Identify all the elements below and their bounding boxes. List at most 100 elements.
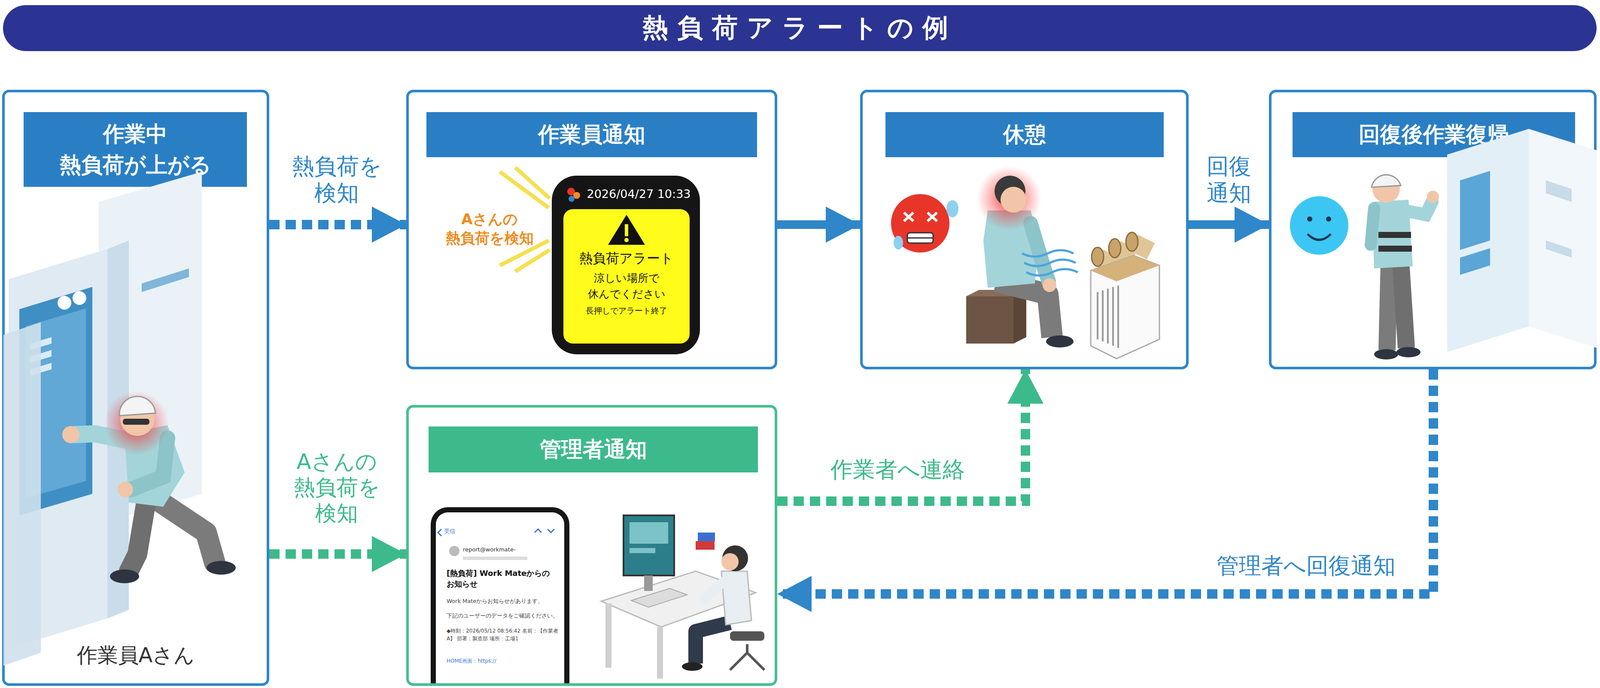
box-header: 管理者通知 [428,426,758,473]
alert-hint: 長押しでアラート終了 [563,303,690,319]
resting-worker [1046,335,1074,348]
mail-body: 下記のユーザーのデータをご確認ください。 [446,612,564,622]
office-worker [730,644,765,670]
server-cabinet [1528,128,1597,348]
office-worker [695,622,731,664]
mail-body: ◆時刻：2026/05/12 08:56:42 名前：【作業者A】 部署：製造部… [446,626,563,654]
stage-box: 作業員通知 2026/04/27 10:33 熱負荷アラート涼しい場所で 休んでくだ… [406,89,778,370]
worker-figure [75,433,138,443]
stage-box: 休憩 [860,89,1189,370]
office-worker [631,588,688,608]
server-cabinet [1545,180,1572,202]
spot-cooler [1026,269,1078,276]
stage-box: 管理者通知受信report@workmate-[熱負荷] Work Mateから… [406,404,778,686]
resting-worker [1013,289,1027,344]
office-worker [722,545,749,572]
server-cabinet [1447,128,1597,353]
warning-icon [624,237,629,243]
title-band: 熱負荷アラートの例 [3,5,1597,52]
resting-worker [966,296,1014,344]
worker-figure [154,498,215,563]
happy-face [1307,234,1331,241]
office-worker [644,575,653,591]
worker-name: 作業員Aさん [4,639,267,670]
watch-clock: 2026/04/27 10:33 [581,183,696,205]
server-cabinet [141,268,189,293]
office-worker [605,603,612,668]
server-cabinet [3,171,202,666]
server-cabinet [98,171,202,524]
worker-figure [104,390,169,456]
stage-box: 回復後作業復帰 [1268,89,1597,370]
edge-label: 管理者へ回復通知 [1194,552,1418,579]
stage-box: 作業中 熱負荷が上がる作業員Aさん [2,89,270,686]
office-worker [721,571,752,625]
worker-figure [130,438,168,490]
worker-figure [62,390,236,584]
worker-figure [1371,174,1401,188]
phone-details [534,529,555,533]
hot-face [893,235,904,250]
hot-face [907,237,934,239]
spot-cooler [1022,232,1160,359]
spot-cooler [1022,250,1074,257]
happy-face [1289,196,1349,255]
edge-label: Aさんの 熱負荷を 検知 [285,448,389,527]
flow-arrow [777,220,861,229]
spot-cooler [1097,285,1119,348]
alert-burst [515,167,550,199]
spot-cooler [1099,257,1117,267]
alert-burst [515,249,550,272]
box-header: 休憩 [885,112,1164,158]
smartwatch: 2026/04/27 10:33 熱負荷アラート涼しい場所で 休んでください長押し… [551,175,700,355]
spot-cooler [1090,255,1160,359]
flow-arrow [269,219,407,230]
office-worker [629,522,669,544]
worker-figure [120,401,155,436]
resting-worker [1042,278,1057,293]
server-cabinet [30,337,52,350]
box-header: 作業員通知 [426,112,758,158]
phone-details [438,529,442,536]
server-cabinet [25,308,86,499]
alert-screen: 熱負荷アラート涼しい場所で 休んでください長押しでアラート終了 [563,209,690,344]
server-cabinet [30,349,52,363]
resting-worker [1030,223,1049,282]
app-logo [567,187,581,202]
alert-message: 涼しい場所で 休んでください [563,268,690,304]
app-logo [567,187,575,196]
hot-face [891,194,950,253]
office-worker [657,626,664,679]
app-logo [573,191,581,199]
worker-figure [1404,201,1433,215]
resting-worker [996,281,1053,338]
spot-cooler [1108,238,1121,258]
server-cabinet [57,295,72,310]
worker-figure [128,502,147,572]
alert-burst [499,240,549,266]
office-worker [697,532,715,542]
worker-figure [62,425,80,444]
flow-arrow [777,369,1026,502]
hot-face [946,200,959,218]
alert-burst [499,171,549,208]
resting-worker [994,175,1026,207]
worker-figure [1396,346,1421,358]
spot-cooler [1024,259,1076,267]
happy-face [1289,196,1349,255]
mail-body: Work Mateからお知らせがあります。 [446,597,563,608]
alert-title: 熱負荷アラート [563,248,690,268]
worker-figure [1387,261,1390,350]
flow-arrow [777,369,1434,594]
happy-face [1307,216,1313,222]
edge-label: 熱負荷を 検知 [285,152,389,207]
server-cabinet [107,240,129,619]
office-worker [704,579,726,600]
worker-figure [1378,245,1412,252]
hot-face [903,212,937,222]
hot-face [891,194,959,253]
alert-burst [499,167,550,272]
spot-cooler [1091,247,1104,267]
server-cabinet [19,286,93,516]
office-worker [601,515,765,679]
